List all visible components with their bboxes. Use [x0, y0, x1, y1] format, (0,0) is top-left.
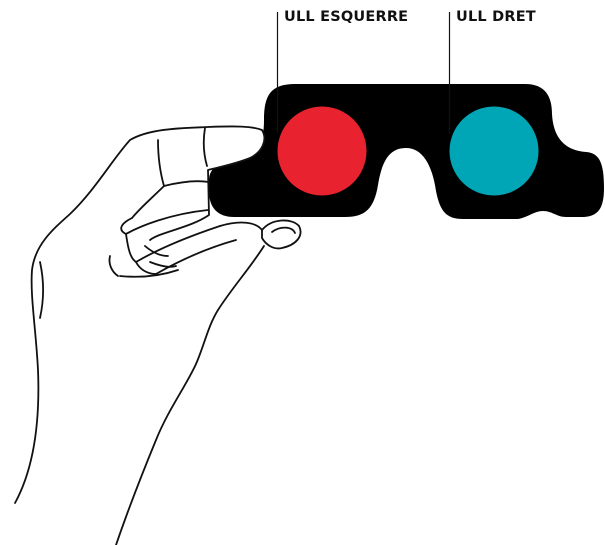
right-eye-label: ULL DRET: [456, 9, 536, 25]
left-eye-lens: [278, 107, 367, 196]
glasses-frame: [209, 84, 604, 219]
right-eye-lens: [450, 107, 539, 196]
left-eye-label: ULL ESQUERRE: [284, 9, 408, 25]
